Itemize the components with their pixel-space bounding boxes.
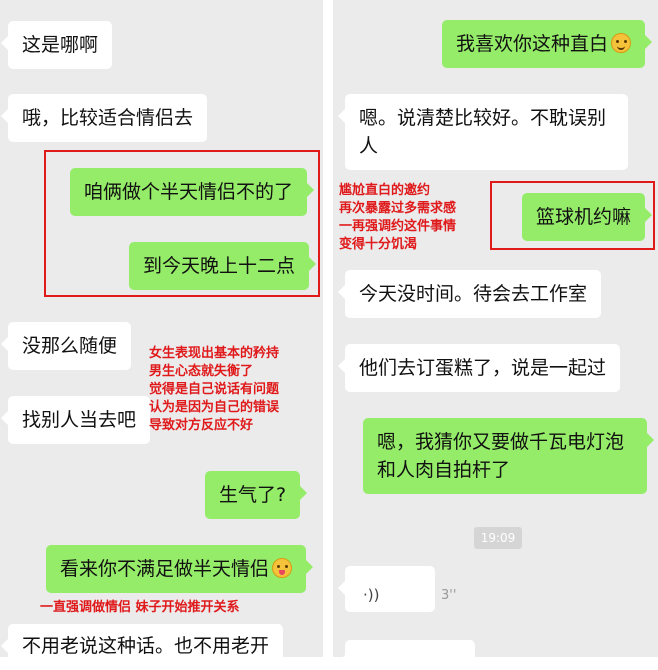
message-bubble[interactable] xyxy=(338,640,475,670)
message-text: 嗯。说清楚比较好。不耽误别人 xyxy=(359,107,607,157)
message-bubble[interactable]: 找别人当去吧 xyxy=(0,396,151,444)
message-text: 今天没时间。待会去工作室 xyxy=(359,283,588,305)
message-text: 他们去订蛋糕了，说是一起过 xyxy=(359,357,607,379)
message-text: 生气了? xyxy=(219,484,287,506)
message-bubble[interactable]: 看来你不满足做半天情侣 xyxy=(46,545,314,593)
smile-emoji-icon xyxy=(611,33,632,53)
message-text: 我喜欢你这种直白 xyxy=(456,33,609,55)
message-text: 没那么随便 xyxy=(22,335,118,357)
tongue-wink-emoji-icon xyxy=(272,558,293,578)
message-bubble[interactable]: 不用老说这种话。也不用老开 xyxy=(0,624,284,670)
message-bubble[interactable]: 今天没时间。待会去工作室 xyxy=(337,270,602,318)
message-bubble[interactable]: 篮球机约嘛 xyxy=(522,193,653,241)
message-text: 咱俩做个半天情侣不的了 xyxy=(84,181,294,203)
message-bubble[interactable]: 生气了? xyxy=(205,471,308,519)
message-text: 到今天晚上十二点 xyxy=(143,255,296,277)
highlight-box xyxy=(490,181,655,250)
message-text: 嗯，我猜你又要做千瓦电灯泡和人肉自拍杆了 xyxy=(377,431,625,481)
message-text: 篮球机约嘛 xyxy=(536,206,632,228)
message-bubble[interactable]: 他们去订蛋糕了，说是一起过 xyxy=(337,344,621,392)
message-bubble[interactable]: 我喜欢你这种直白 xyxy=(442,20,653,68)
message-bubble[interactable]: 嗯，我猜你又要做千瓦电灯泡和人肉自拍杆了 xyxy=(363,418,654,494)
annotation-girl-reserve: 女生表现出基本的矜持 男生心态就失衡了 觉得是自己说话有问题 认为是因为自己的错… xyxy=(149,346,280,433)
message-text: 不用老说这种话。也不用老开 xyxy=(22,635,270,657)
message-bubble[interactable]: 嗯。说清楚比较好。不耽误别人 xyxy=(338,94,628,170)
message-bubble[interactable]: 哦，比较适合情侣去 xyxy=(0,94,208,142)
message-bubble[interactable]: 咱俩做个半天情侣不的了 xyxy=(70,168,315,216)
message-text: 找别人当去吧 xyxy=(22,409,137,431)
voice-message-bubble[interactable]: ·)) xyxy=(338,566,435,612)
highlight-box xyxy=(44,150,320,297)
timestamp-badge: 19:09 xyxy=(474,527,522,549)
message-bubble[interactable]: 这是哪啊 xyxy=(0,21,113,69)
message-bubble[interactable]: 到今天晚上十二点 xyxy=(129,242,317,290)
annotation-push-away: 一直强调做情侣 妹子开始推开关系 xyxy=(40,600,240,615)
message-bubble[interactable]: 没那么随便 xyxy=(0,322,132,370)
annotation-awkward-invite: 尴尬直白的邀约 再次暴露过多需求感 一再强调约这件事情 变得十分饥渴 xyxy=(339,183,457,252)
voice-wave-icon: ·)) xyxy=(363,586,380,604)
message-text: 看来你不满足做半天情侣 xyxy=(60,558,270,580)
message-text: 这是哪啊 xyxy=(22,34,99,56)
message-text: 哦，比较适合情侣去 xyxy=(22,107,194,129)
voice-duration: 3'' xyxy=(441,588,457,603)
